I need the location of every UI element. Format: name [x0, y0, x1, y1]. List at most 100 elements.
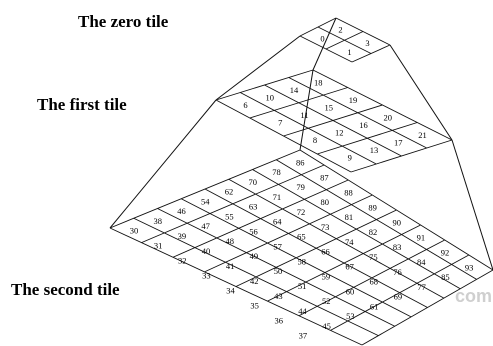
tile-grids: 0123678910111213141516171819202130313233… [109, 17, 493, 346]
tile-index-label: 66 [321, 247, 330, 257]
tile-index-label: 33 [202, 271, 211, 281]
grid-line [361, 269, 493, 346]
tile-index-label: 20 [384, 113, 393, 123]
tile-index-label: 90 [392, 217, 401, 227]
pyramid-edge-right [451, 139, 493, 271]
tile-index-label: 11 [300, 110, 308, 120]
grid-line [240, 92, 377, 165]
tile-index-label: 10 [266, 93, 275, 103]
tile-index-label: 30 [130, 226, 139, 236]
tile-index-label: 85 [441, 272, 450, 282]
tile-index-label: 69 [394, 292, 403, 302]
grid-line [157, 208, 395, 327]
tile-index-label: 88 [344, 187, 353, 197]
tile-index-label: 93 [465, 262, 474, 272]
tile-index-label: 6 [243, 100, 247, 110]
tile-index-label: 17 [394, 138, 403, 148]
tile-index-label: 42 [250, 276, 259, 286]
tile-index-label: 79 [296, 182, 305, 192]
tile-index-label: 61 [370, 301, 379, 311]
tile-index-label: 41 [226, 261, 235, 271]
pyramid-edge-left [215, 35, 301, 101]
tier-2-grid: 3031323334353637383940414243444546474849… [109, 149, 493, 346]
grid-line [267, 224, 421, 302]
tile-index-label: 14 [290, 85, 299, 95]
tile-index-label: 80 [320, 197, 329, 207]
tile-index-label: 37 [299, 331, 308, 341]
tile-index-label: 71 [273, 192, 282, 202]
grid-line [298, 239, 445, 317]
grid-line [215, 99, 352, 173]
grid-line [330, 254, 470, 331]
tile-index-label: 35 [250, 301, 259, 311]
tile-index-label: 53 [346, 311, 355, 321]
tile-index-label: 76 [393, 267, 402, 277]
tile-index-label: 64 [273, 217, 282, 227]
tile-index-label: 45 [322, 321, 331, 331]
tile-index-label: 12 [335, 128, 344, 138]
tile-index-label: 47 [201, 221, 210, 231]
tile-index-label: 46 [177, 206, 186, 216]
tile-index-label: 16 [359, 120, 368, 130]
tile-index-label: 1 [347, 47, 351, 57]
tile-index-label: 3 [365, 38, 369, 48]
tile-index-label: 34 [226, 286, 235, 296]
tile-index-label: 55 [225, 211, 234, 221]
tile-index-label: 52 [322, 296, 331, 306]
grid-line [317, 122, 418, 155]
tile-index-label: 83 [393, 242, 402, 252]
tile-index-label: 70 [248, 177, 257, 187]
pyramid-edge-top [312, 17, 337, 71]
grid-line [133, 217, 379, 337]
tile-index-label: 87 [320, 172, 329, 182]
grid-line [109, 227, 363, 346]
tile-index-label: 89 [368, 202, 377, 212]
tile-index-label: 18 [314, 78, 323, 88]
tile-index-label: 40 [202, 246, 211, 256]
tile-index-label: 57 [273, 241, 282, 251]
tile-index-label: 48 [225, 236, 234, 246]
watermark-text: com [455, 286, 492, 306]
grid-line [235, 209, 397, 287]
tile-index-label: 86 [296, 157, 305, 167]
tile-index-label: 8 [313, 135, 317, 145]
tile-index-label: 39 [178, 231, 187, 241]
pyramid-frame [109, 17, 493, 271]
pyramid-edge-left [109, 99, 217, 229]
grid-line [325, 31, 364, 50]
tile-index-label: 15 [325, 103, 334, 113]
tile-index-label: 63 [249, 202, 258, 212]
tile-index-label: 74 [345, 237, 354, 247]
tile-index-label: 65 [297, 232, 306, 242]
tile-index-label: 32 [178, 256, 187, 266]
tile-index-label: 38 [153, 216, 162, 226]
tile-index-label: 13 [370, 145, 379, 155]
tile-index-label: 62 [225, 187, 234, 197]
grid-line [350, 139, 453, 173]
tile-index-label: 72 [297, 207, 306, 217]
tile-index-label: 68 [369, 277, 378, 287]
tile-index-label: 49 [250, 251, 259, 261]
pyramid-edge-top [299, 69, 314, 151]
second-tile-label: The second tile [11, 280, 120, 299]
grid-line [283, 104, 383, 137]
first-tile-label: The first tile [37, 95, 127, 114]
tile-index-label: 0 [320, 33, 324, 43]
tile-index-label: 19 [349, 95, 358, 105]
tile-index-label: 77 [417, 282, 426, 292]
grid-line [299, 35, 353, 63]
tile-index-label: 84 [417, 257, 426, 267]
tile-index-label: 50 [274, 266, 283, 276]
tile-index-label: 7 [278, 118, 282, 128]
tile-index-label: 92 [441, 247, 450, 257]
tile-index-label: 58 [297, 256, 306, 266]
tile-index-label: 9 [348, 153, 352, 163]
tile-index-label: 81 [345, 212, 354, 222]
tile-index-label: 51 [298, 281, 307, 291]
tile-index-label: 60 [346, 286, 355, 296]
tile-index-label: 73 [321, 222, 330, 232]
tile-index-label: 56 [249, 226, 258, 236]
